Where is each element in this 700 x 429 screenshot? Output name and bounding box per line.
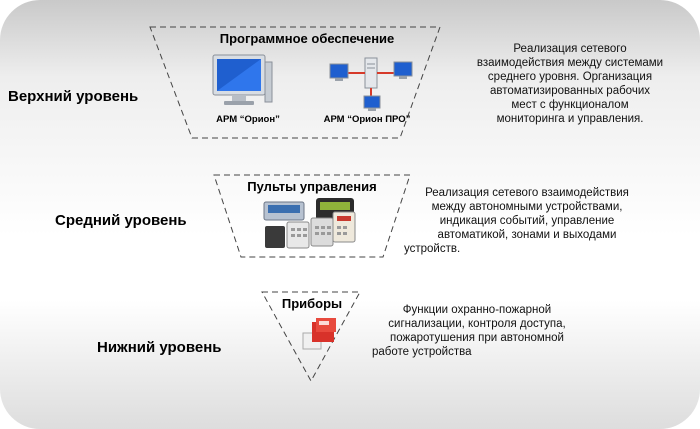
description-middle-line: между автономными устройствами, [431, 201, 623, 213]
control-panels-icon [263, 198, 356, 249]
description-bottom-line: пожаротушения при автономной [390, 332, 564, 344]
description-top-line: мониторинга и управления. [496, 113, 644, 125]
devices-funnel-outline [261, 291, 361, 383]
description-top-line: среднего уровня. Организация [487, 71, 653, 83]
computer-network-icon [329, 57, 413, 111]
description-top-line: мест с функционалом [511, 99, 629, 111]
level-label-middle: Средний уровень [55, 212, 187, 229]
description-top-line: Реализация сетевого [513, 43, 627, 55]
description-bottom-line: Функции охранно-пожарной [402, 304, 552, 316]
description-middle: Реализация сетевого взаимодействия между… [402, 186, 652, 256]
computer-monitor-icon [212, 54, 273, 105]
description-bottom-line: работе устройства [372, 346, 472, 358]
level-label-top: Верхний уровень [8, 88, 139, 105]
arm-orion-caption: АРМ “Орион” [216, 114, 280, 125]
arm-orion-pro-caption: АРМ “Орион ПРО” [323, 114, 411, 125]
description-top-line: взаимодействия между системами [476, 57, 664, 69]
description-top: Реализация сетевого взаимодействия между… [452, 42, 688, 126]
panels-box-title: Пульты управления [247, 179, 377, 194]
description-top-line: автоматизированных рабочих [490, 85, 650, 97]
security-device-icon [302, 318, 336, 350]
level-label-bottom: Нижний уровень [97, 339, 222, 356]
description-middle-line: устройств. [404, 243, 461, 255]
description-middle-line: Реализация сетевого взаимодействия [425, 187, 629, 199]
software-box-title: Программное обеспечение [219, 31, 395, 46]
description-bottom: Функции охранно-пожарной сигнализации, к… [372, 303, 582, 359]
description-middle-line: индикация событий, управление [439, 215, 615, 227]
devices-box-title: Приборы [281, 296, 343, 311]
software-funnel-outline [149, 26, 441, 139]
description-bottom-line: сигнализации, контроля доступа, [388, 318, 566, 330]
panels-funnel-outline [213, 174, 411, 258]
description-middle-line: автоматикой, зонами и выходами [437, 229, 617, 241]
